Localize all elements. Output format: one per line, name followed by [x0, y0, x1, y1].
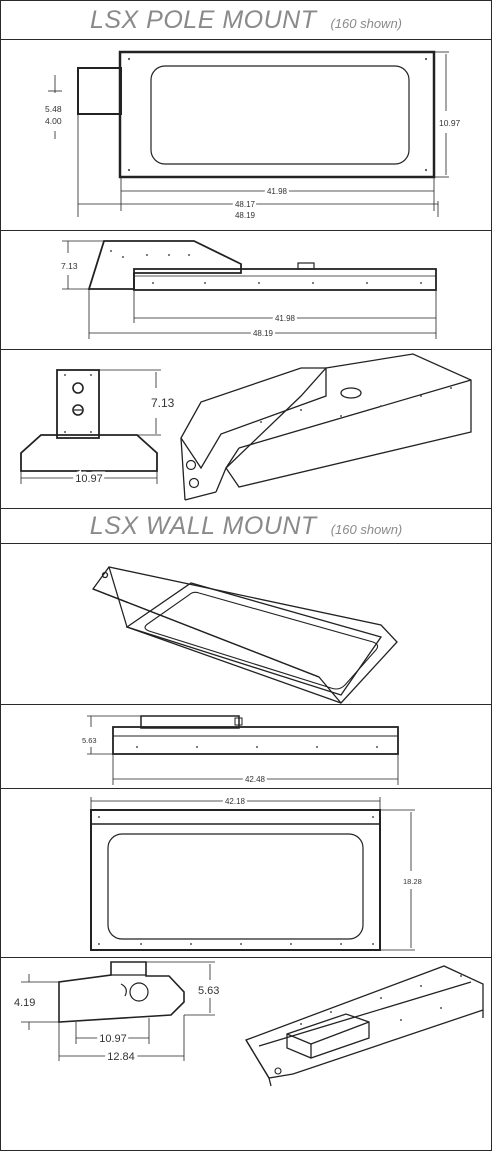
pole-top-dim-overall-b: 48.19	[235, 211, 256, 220]
pole-top-dim-arm-a: 5.48	[45, 104, 62, 114]
pole-end-dim-width: 10.97	[75, 473, 103, 485]
pole-mount-note: (160 shown)	[330, 16, 403, 31]
wall-end-dim-width-a: 10.97	[99, 1033, 127, 1045]
wall-end-iso-panel: 4.19 5.63 10.97 12.84	[1, 958, 491, 1150]
wall-top-dim-depth: 18.28	[403, 877, 422, 886]
pole-top-dim-arm-b: 4.00	[45, 116, 62, 126]
pole-mount-header: LSX POLE MOUNT (160 shown)	[1, 1, 491, 40]
wall-mount-title: LSX WALL MOUNT	[89, 512, 317, 540]
pole-top-view-drawing: 5.48 4.00 10.97 41.98 48.17 48.19	[45, 50, 461, 220]
wall-top-dim-length: 42.18	[225, 797, 246, 806]
pole-end-iso-drawing: 7.13 10.97	[20, 353, 472, 501]
wall-side-dim-length: 42.48	[245, 775, 266, 784]
pole-end-iso-panel: 7.13 10.97	[1, 350, 491, 509]
wall-end-dim-height-a: 4.19	[14, 997, 35, 1009]
wall-iso-panel	[1, 545, 491, 705]
pole-side-view-panel: 7.13 41.98 48.19	[1, 231, 491, 350]
wall-side-view-drawing: 5.63 42.48	[82, 715, 399, 787]
pole-top-dim-overall-a: 48.17	[235, 200, 256, 209]
pole-side-dim-housing: 41.98	[275, 314, 296, 323]
wall-top-view-panel: 42.18 18.28	[1, 789, 491, 958]
wall-end-dim-width-b: 12.84	[107, 1051, 135, 1063]
pole-end-dim-height: 7.13	[151, 396, 175, 410]
pole-mount-title: LSX POLE MOUNT	[89, 6, 317, 34]
pole-side-view-drawing: 7.13 41.98 48.19	[61, 240, 437, 341]
wall-end-dim-height-b: 5.63	[198, 985, 219, 997]
pole-side-dim-height: 7.13	[61, 261, 78, 271]
wall-side-dim-height: 5.63	[82, 736, 97, 745]
pole-side-dim-overall: 48.19	[253, 329, 274, 338]
wall-side-view-panel: 5.63 42.48	[1, 705, 491, 789]
wall-mount-note: (160 shown)	[330, 522, 403, 537]
wall-top-view-drawing: 42.18 18.28	[90, 795, 422, 951]
pole-top-dim-housing: 41.98	[267, 187, 288, 196]
pole-top-dim-width: 10.97	[439, 118, 461, 128]
wall-iso-drawing	[91, 566, 398, 704]
wall-end-iso-drawing: 4.19 5.63 10.97 12.84	[14, 961, 484, 1087]
wall-mount-header: LSX WALL MOUNT (160 shown)	[1, 509, 491, 544]
pole-top-view-panel: 5.48 4.00 10.97 41.98 48.17 48.19	[1, 41, 491, 231]
